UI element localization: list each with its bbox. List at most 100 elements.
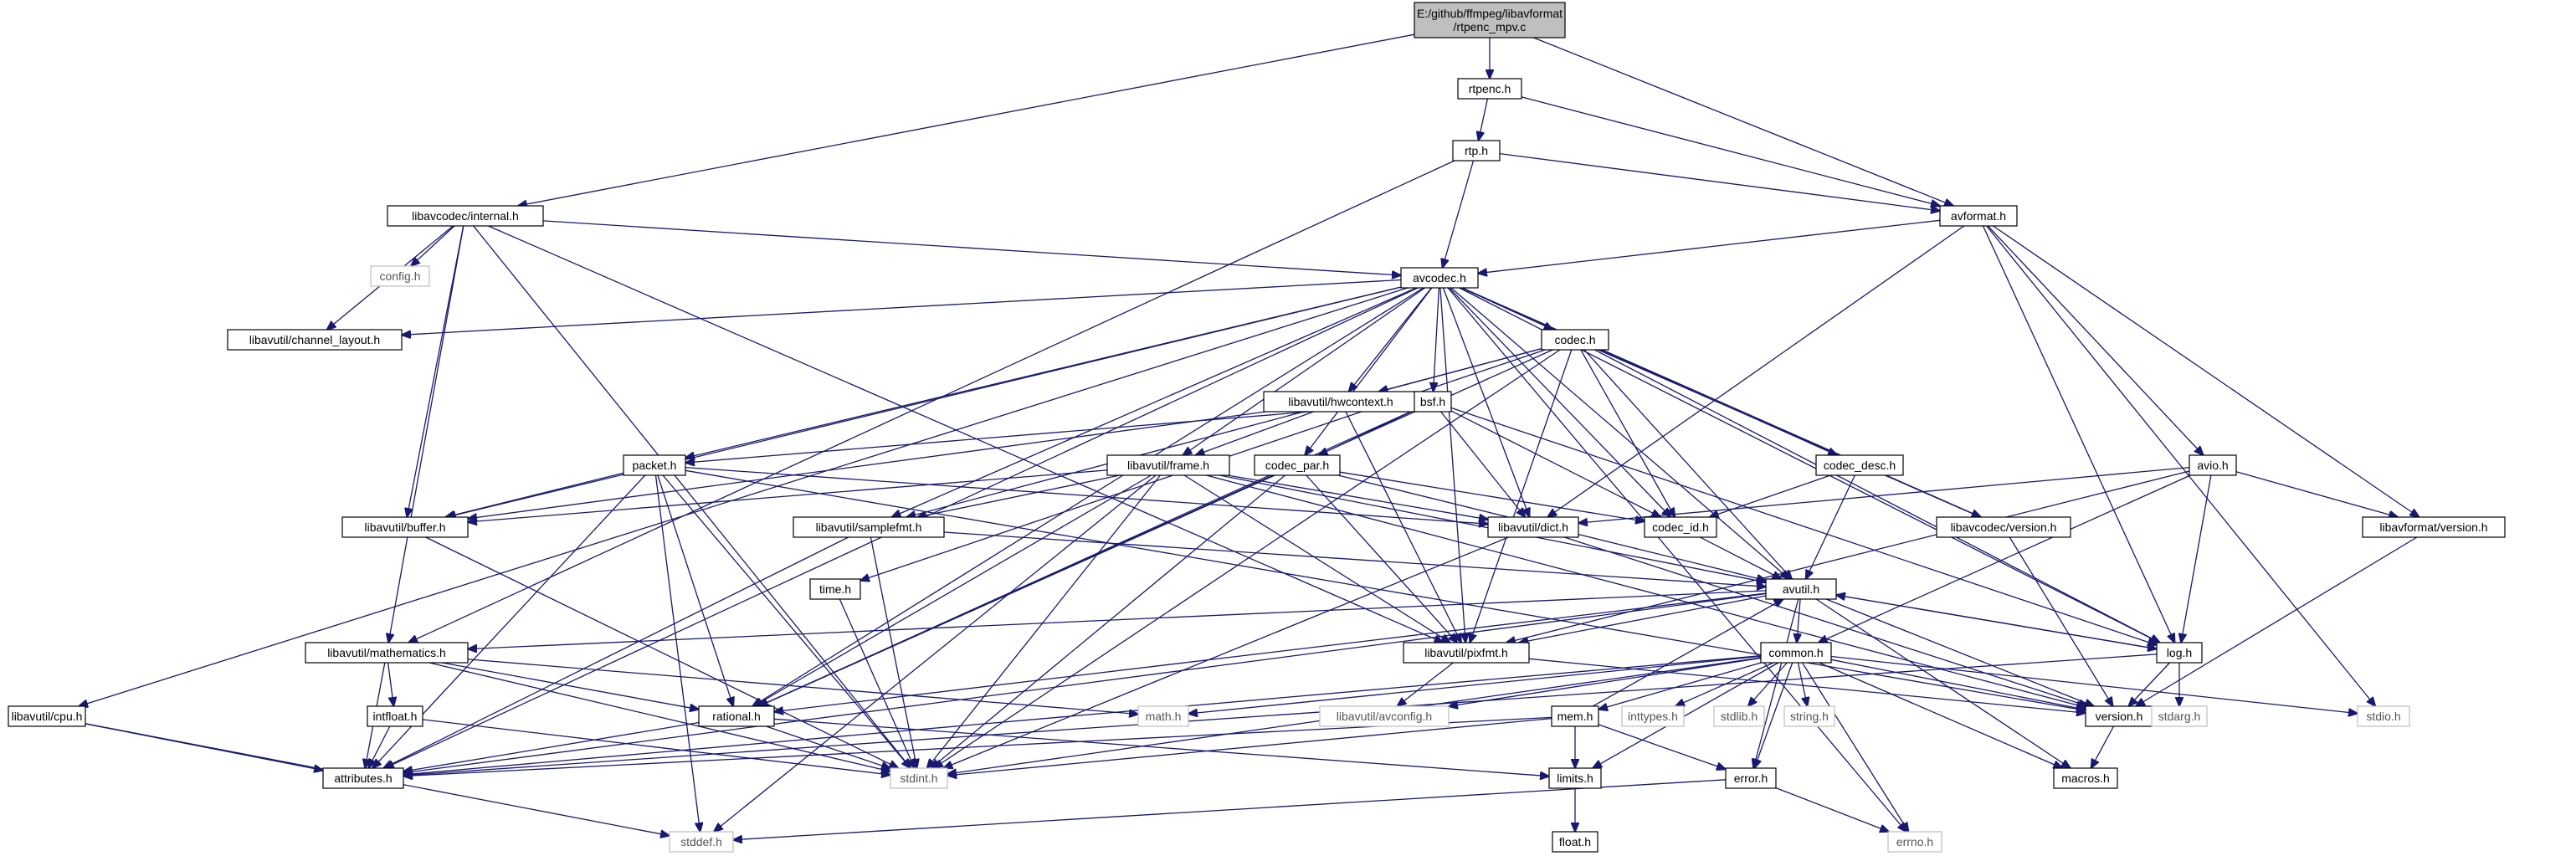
include-edge-rational-to-stdint [766,725,890,769]
file-node-lavcver[interactable]: libavcodec/version.h [1936,516,2071,538]
include-edge-rational-to-limits [773,718,1549,776]
include-edge-codec-to-samplefmt [906,347,1542,517]
file-node-box [793,516,945,538]
include-edge-avformat-to-stdio [1986,225,2376,706]
file-node-box [1106,454,1230,476]
file-node-log[interactable]: log.h [2156,642,2203,664]
file-node-label: libavutil/avconfig.h [1337,710,1432,723]
file-node-dict[interactable]: libavutil/dict.h [1487,516,1579,538]
file-node-root[interactable]: E:/github/ffmpeg/libavformat/rtpenc_mpv.… [1414,2,1566,38]
file-node-internal[interactable]: libavcodec/internal.h [387,205,544,227]
file-node-label: float.h [1559,835,1591,848]
file-node-rtp[interactable]: rtp.h [1452,140,1501,161]
include-edge-frame-to-buffer [468,469,1108,522]
file-node-avcodec[interactable]: avcodec.h [1400,267,1479,289]
file-node-rtpenc[interactable]: rtpenc.h [1457,78,1522,100]
include-edge-frame-to-stdint [927,474,1161,768]
file-node-float[interactable]: float.h [1552,831,1598,853]
file-node-time[interactable]: time.h [809,578,861,600]
include-edge-log-to-avutil [1836,595,2158,650]
include-edge-root-to-internal [518,33,1415,206]
include-edge-avutil-to-pixfmt [1519,595,1767,643]
include-edge-error-to-errno [1775,787,1889,832]
file-node-label: string.h [1790,710,1829,723]
include-edge-common-to-version [1830,659,2086,710]
include-edge-avcodec-to-rational [752,287,1424,706]
file-node-chlayout[interactable]: libavutil/channel_layout.h [227,329,403,351]
include-edge-packet-to-stddef [654,474,700,832]
file-node-label: common.h [1768,646,1823,659]
file-node-intfloat[interactable]: intfloat.h [367,705,423,727]
file-node-codecdesc[interactable]: codec_desc.h [1815,454,1904,476]
file-node-pixfmt[interactable]: libavutil/pixfmt.h [1403,642,1530,664]
include-edge-avcodec-to-cpu [79,287,1409,706]
include-edge-codec-to-lavcver [1598,349,1980,517]
include-edge-avformat-to-avcodec [1478,219,1941,273]
include-edge-frame-to-rational [754,474,1152,706]
file-node-stdio: stdio.h [2357,705,2410,727]
file-node-codec[interactable]: codec.h [1541,329,1609,351]
include-edge-mem-to-avutil [1592,599,1783,707]
file-node-avformat[interactable]: avformat.h [1939,205,2018,227]
include-edge-avcodec-to-pixfmt [1439,287,1465,643]
include-edge-log-to-attributes [403,654,2158,776]
file-node-macros[interactable]: macros.h [2053,767,2118,789]
file-node-box [1552,831,1598,853]
file-node-codecpar[interactable]: codec_par.h [1254,454,1341,476]
include-edge-math-to-intfloat [387,662,394,706]
file-node-mem[interactable]: mem.h [1551,705,1599,727]
file-node-codecid[interactable]: codec_id.h [1644,516,1717,538]
include-edge-lavcver-to-version [2009,536,2112,706]
include-edge-root-to-avformat [1533,37,1953,206]
include-edge-avio-to-lavfver [2235,471,2398,517]
file-node-box [623,454,686,476]
include-edge-rtp-to-math [408,160,1455,643]
include-edge-lavfver-to-version [2136,536,2418,706]
include-edge-mem-to-stdint [947,717,1552,776]
include-edge-samplefmt-to-attributes [383,536,849,768]
file-node-box [1414,2,1566,38]
file-node-common[interactable]: common.h [1760,642,1832,664]
file-node-math[interactable]: libavutil/mathematics.h [305,642,469,664]
include-edge-hwcontext-to-buffer [468,411,1266,519]
file-node-limits[interactable]: limits.h [1548,767,1602,789]
file-node-box [1713,705,1765,727]
file-node-attributes[interactable]: attributes.h [322,767,404,789]
file-node-error[interactable]: error.h [1725,767,1777,789]
file-node-box [1936,516,2071,538]
include-edge-avcodec-to-hwcontext [1349,287,1432,392]
file-node-box [1541,329,1609,351]
include-edge-packet-to-rational [657,474,733,706]
include-edge-bsf-to-codecpar [1319,409,1415,455]
file-node-box [1319,705,1450,727]
include-edge-common-to-avconfig [1449,657,1762,707]
file-node-box [2053,767,2118,789]
file-node-samplefmt[interactable]: libavutil/samplefmt.h [793,516,945,538]
include-edge-avcodec-to-dict [1442,287,1530,517]
file-node-cpu[interactable]: libavutil/cpu.h [8,705,86,727]
file-node-version[interactable]: version.h [2085,705,2153,727]
include-edge-avutil-to-attributes [403,592,1767,773]
include-edge-codecid-to-avutil [1700,536,1781,579]
file-node-buffer[interactable]: libavutil/buffer.h [341,516,469,538]
file-node-label: /rtpenc_mpv.c [1454,20,1527,33]
file-node-label: libavutil/mathematics.h [327,646,446,659]
file-node-packet[interactable]: packet.h [623,454,686,476]
include-edge-internal-to-avcodec [542,220,1401,275]
include-edge-codecdesc-to-avutil [1806,474,1855,579]
file-node-frame[interactable]: libavutil/frame.h [1106,454,1230,476]
include-edge-avio-to-common [1819,474,2191,643]
file-node-box [1765,578,1837,600]
file-node-rational[interactable]: rational.h [698,705,775,727]
include-edge-common-to-macros [1819,662,2063,768]
file-node-lavfver[interactable]: libavformat/version.h [2362,516,2506,538]
file-node-stdarg: stdarg.h [2151,705,2208,727]
file-node-box [370,265,430,287]
file-node-avio[interactable]: avio.h [2189,454,2237,476]
include-edge-avutil-to-common [1797,598,1800,643]
file-node-avutil[interactable]: avutil.h [1765,578,1837,600]
file-node-label: math.h [1146,710,1182,723]
file-node-label: inttypes.h [1628,710,1678,723]
file-node-hwcontext[interactable]: libavutil/hwcontext.h [1263,391,1419,413]
file-node-bsf[interactable]: bsf.h [1414,391,1452,413]
